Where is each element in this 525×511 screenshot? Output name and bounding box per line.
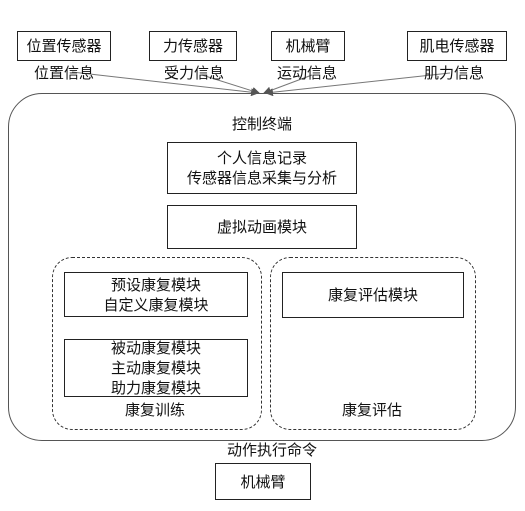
connector-emg — [265, 72, 451, 97]
sensor-box-force: 力传感器 — [149, 31, 237, 61]
terminal-title: 控制终端 — [232, 115, 293, 133]
preset-line-2: 自定义康复模块 — [103, 295, 209, 314]
signal-label-motion: 运动信息 — [277, 64, 338, 82]
sensor-name-emg: 肌电传感器 — [419, 37, 495, 55]
mode-active: 主动康复模块 — [110, 359, 201, 377]
record-line-2: 传感器信息采集与分析 — [186, 169, 337, 187]
sensor-box-emg: 肌电传感器 — [407, 31, 507, 61]
animation-label: 虚拟动画模块 — [216, 218, 307, 236]
signal-label-emg: 肌力信息 — [424, 64, 485, 82]
training-label: 康复训练 — [125, 401, 186, 419]
preset-line-1: 预设康复模块 — [110, 275, 201, 294]
sensor-name-force: 力传感器 — [162, 37, 223, 55]
sensor-name-position: 位置传感器 — [26, 37, 102, 55]
signal-label-force: 受力信息 — [164, 64, 225, 82]
record-line-1: 个人信息记录 — [216, 149, 307, 167]
signal-label-position: 位置信息 — [34, 64, 95, 82]
assessment-module: 康复评估模块 — [282, 272, 464, 318]
assessment-label: 康复评估 — [342, 401, 403, 419]
record-module: 个人信息记录 传感器信息采集与分析 — [167, 142, 357, 194]
training-modes-module: 被动康复模块 主动康复模块 助力康复模块 — [64, 339, 248, 397]
output-arm-box: 机械臂 — [215, 463, 311, 500]
connector-position — [71, 71, 259, 97]
connector-force — [201, 74, 260, 95]
mode-assisted: 助力康复模块 — [110, 379, 201, 397]
assessment-group — [270, 257, 476, 430]
animation-module: 虚拟动画模块 — [167, 205, 357, 249]
sensor-box-position: 位置传感器 — [17, 31, 111, 61]
sensor-box-arm: 机械臂 — [271, 31, 345, 61]
mode-passive: 被动康复模块 — [110, 339, 201, 357]
control-terminal — [8, 93, 516, 441]
sensor-name-arm: 机械臂 — [285, 37, 331, 55]
training-group — [52, 257, 262, 430]
assessment-module-label: 康复评估模块 — [327, 286, 418, 304]
command-label: 动作执行命令 — [227, 441, 318, 459]
preset-module: 预设康复模块 自定义康复模块 — [64, 272, 248, 317]
output-arm-label: 机械臂 — [240, 472, 286, 491]
